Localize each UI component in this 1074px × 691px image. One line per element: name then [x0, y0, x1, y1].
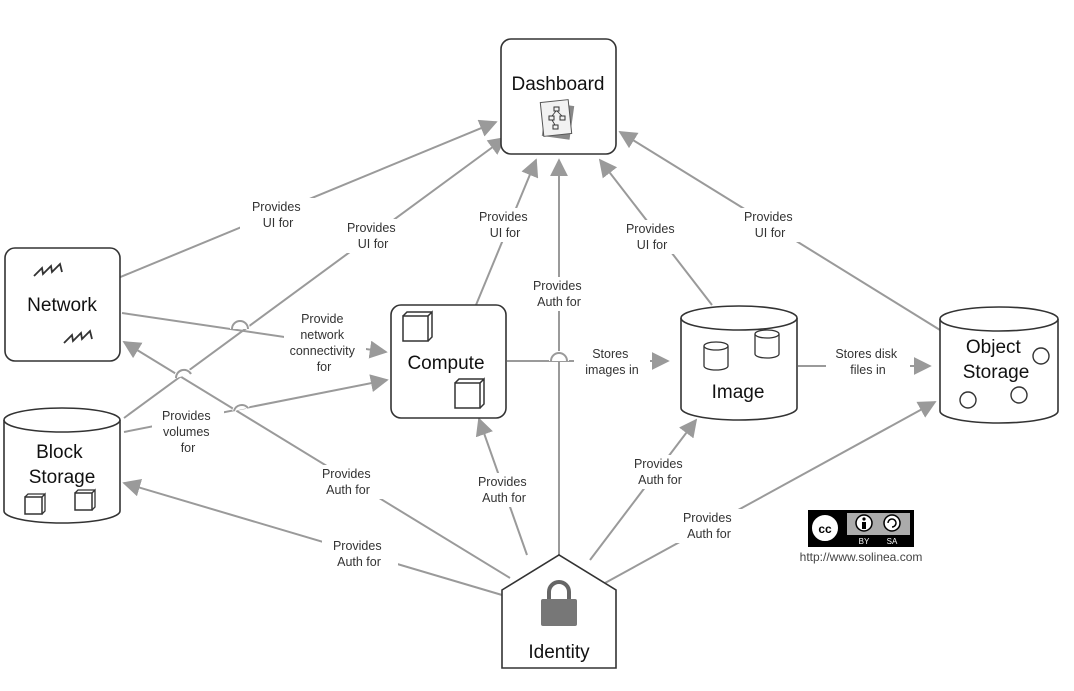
edge-label-object-dashboard: Provides UI for	[744, 210, 796, 240]
node-image: Image	[680, 305, 798, 421]
edge-label-image-dashboard: Provides UI for	[626, 222, 678, 252]
dashboard-icon	[539, 99, 575, 140]
object-circle-icon	[1032, 347, 1050, 365]
node-label-image: Image	[712, 382, 765, 403]
edge-label-block-compute: Provides volumes for	[162, 409, 214, 455]
edge-label-identity-dashboard: Provides Auth for	[533, 279, 585, 309]
edge-label-compute-image: Stores images in	[585, 347, 639, 377]
bridge-block-dashboard	[174, 368, 192, 379]
cc-by-label: BY	[859, 537, 870, 546]
object-circle-icon	[1010, 386, 1028, 404]
edge-identity-to-object	[604, 401, 937, 584]
server-cube-icon	[454, 377, 485, 409]
node-label-identity: Identity	[528, 642, 590, 663]
edge-label-network-dashboard: Provides UI for	[252, 200, 304, 230]
node-object-storage: Object Storage	[939, 306, 1059, 424]
node-block-storage: Block Storage	[3, 407, 121, 524]
block-volume-icon	[24, 492, 46, 515]
block-volume-icon	[74, 488, 96, 511]
edge-labels: Provides UI for Provides UI for Provides…	[152, 198, 910, 571]
edge-label-network-compute: Provide network connectivity for	[290, 312, 359, 374]
lightning-icon	[33, 262, 63, 277]
edge-label-identity-network: Provides Auth for	[322, 467, 374, 497]
cc-sa-label: SA	[887, 537, 898, 546]
edge-label-image-object: Stores disk files in	[835, 347, 900, 377]
edge-label-identity-block: Provides Auth for	[333, 539, 385, 569]
node-label-object-storage: Object Storage	[963, 337, 1030, 383]
edge-identity-to-image	[589, 418, 698, 561]
cc-icon	[810, 513, 840, 543]
object-circle-icon	[959, 391, 977, 409]
bridge-block-compute	[233, 404, 249, 412]
node-label-compute: Compute	[407, 353, 484, 374]
source-url: http://www.solinea.com	[800, 550, 923, 564]
share-alike-icon	[883, 514, 901, 532]
disk-cylinder-icon	[703, 341, 729, 371]
server-cube-icon	[402, 310, 433, 342]
node-network: Network	[4, 247, 121, 362]
edge-identity-to-block	[122, 478, 503, 596]
node-identity: Identity	[501, 554, 617, 669]
node-label-block-storage: Block Storage	[29, 442, 96, 488]
disk-cylinder-icon	[754, 329, 780, 359]
svg-text:cc: cc	[818, 522, 832, 536]
node-label-dashboard: Dashboard	[512, 74, 605, 95]
node-dashboard: Dashboard	[500, 38, 617, 155]
edge-label-compute-dashboard: Provides UI for	[479, 210, 531, 240]
bridge-network-compute	[231, 320, 249, 330]
edge-label-identity-image: Provides Auth for	[634, 457, 686, 487]
lock-icon	[541, 580, 577, 626]
edge-label-block-dashboard: Provides UI for	[347, 221, 399, 251]
bridge-compute-image	[550, 352, 568, 362]
cc-license-badge: cc BY SA	[808, 510, 914, 547]
node-compute: Compute	[390, 304, 507, 419]
edge-label-identity-object: Provides Auth for	[683, 511, 735, 541]
lightning-icon	[63, 329, 93, 344]
edge-label-identity-compute: Provides Auth for	[478, 475, 530, 505]
node-label-network: Network	[27, 295, 97, 316]
edge-identity-to-network	[122, 341, 511, 579]
